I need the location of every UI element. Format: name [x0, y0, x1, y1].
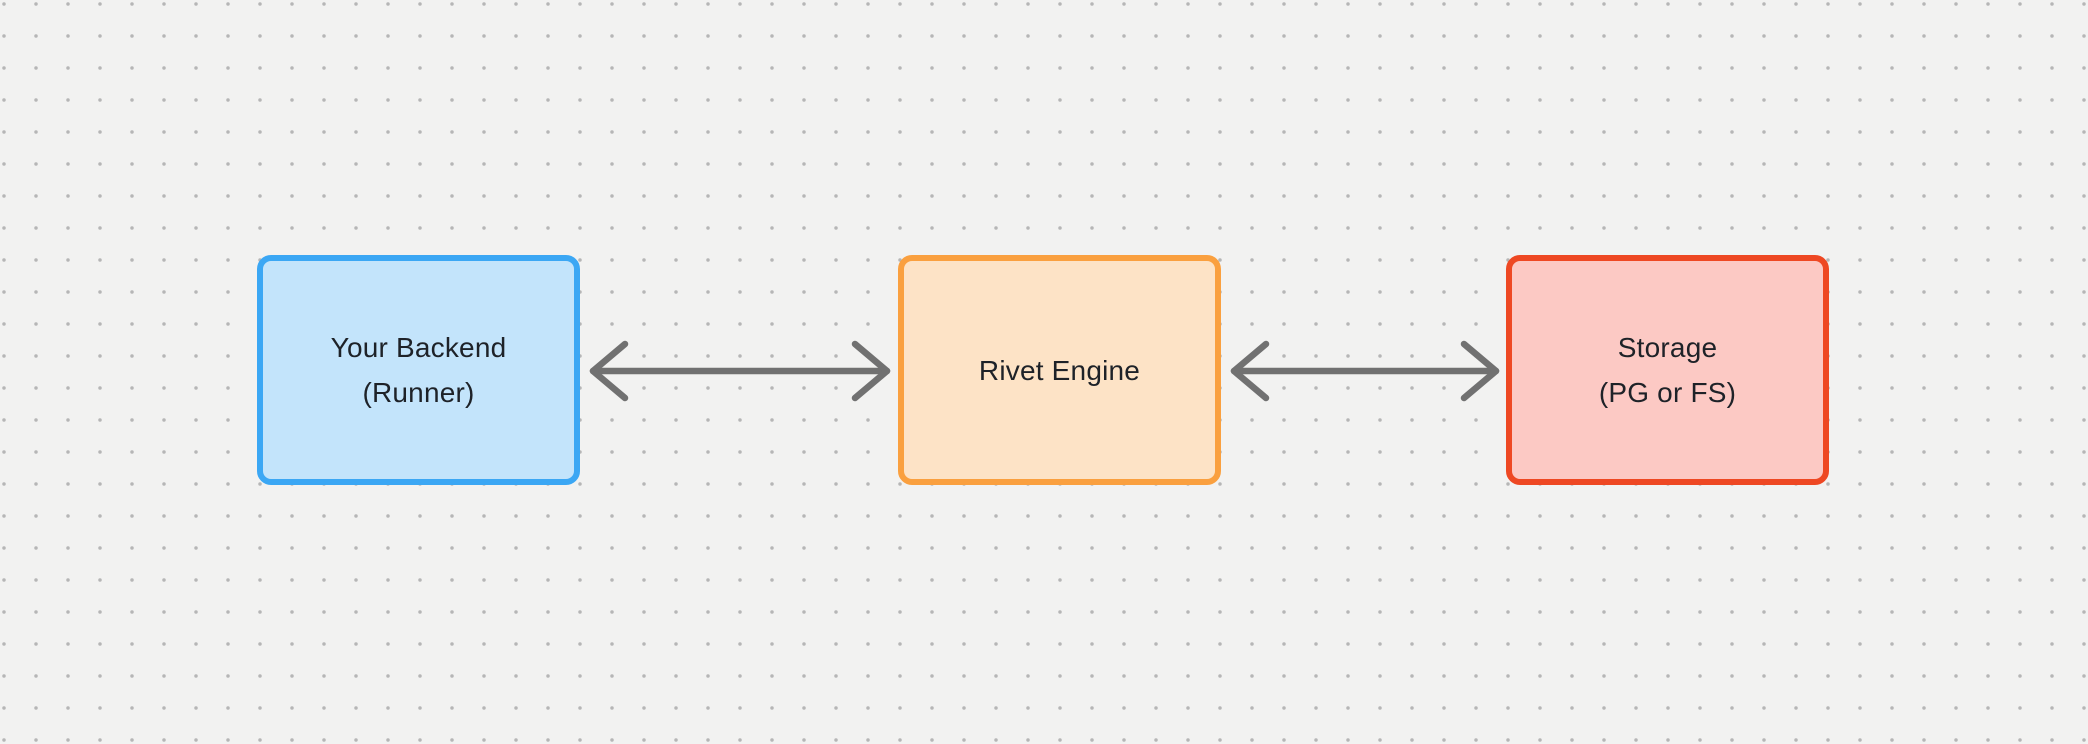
- node-storage[interactable]: Storage (PG or FS): [1506, 255, 1829, 485]
- node-your-backend[interactable]: Your Backend (Runner): [257, 255, 580, 485]
- arrow-head-right-icon: [851, 340, 891, 402]
- node-label-line: (PG or FS): [1598, 377, 1737, 408]
- node-label-line: Storage: [1617, 332, 1718, 363]
- arrow-head-left-icon: [1230, 340, 1270, 402]
- double-arrow-backend-engine[interactable]: [588, 332, 892, 410]
- arrow-head-right-icon: [1460, 340, 1500, 402]
- node-rivet-engine[interactable]: Rivet Engine: [898, 255, 1221, 485]
- node-your-backend-label: Your Backend (Runner): [331, 325, 507, 415]
- node-rivet-engine-label: Rivet Engine: [979, 348, 1140, 393]
- double-arrow-engine-storage[interactable]: [1229, 332, 1501, 410]
- node-label-line: (Runner): [362, 377, 475, 408]
- node-label-line: Rivet Engine: [978, 354, 1141, 386]
- node-label-line: Your Backend: [330, 332, 507, 363]
- arrow-head-left-icon: [589, 340, 629, 402]
- node-storage-label: Storage (PG or FS): [1599, 325, 1736, 415]
